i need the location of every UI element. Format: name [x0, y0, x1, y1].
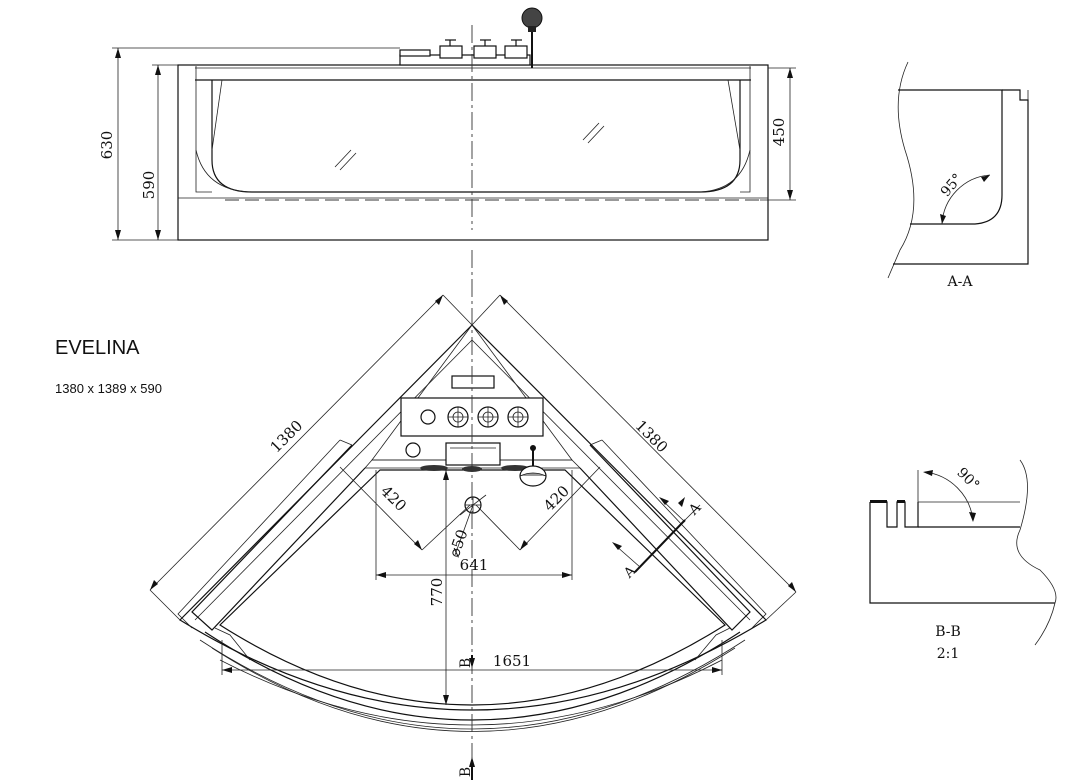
- knob-icon: [405, 442, 421, 458]
- dim-450-label: 450: [770, 118, 788, 147]
- dim-770: 770: [428, 470, 449, 705]
- front-body-outline: [177, 64, 769, 241]
- faucet-assembly: [399, 7, 543, 68]
- top-inner-basin: [219, 469, 726, 706]
- dim-450: 450: [760, 67, 796, 201]
- section-aa: 95° A-A: [887, 61, 1029, 290]
- section-bb-angle: 90°: [953, 465, 982, 494]
- dim-641-label: 641: [460, 556, 489, 574]
- front-inner-tub: [211, 80, 741, 193]
- dim-1651-label: 1651: [493, 652, 531, 670]
- glass-mark-left: [334, 149, 357, 171]
- dim-420-right-label: 420: [540, 482, 573, 515]
- section-bb-label: B-B: [935, 624, 961, 640]
- dim-630: 630: [98, 47, 400, 241]
- valve-icon-2: [477, 406, 499, 428]
- dim-drain-label: ⌀50: [445, 527, 472, 560]
- front-view: 630 590 450: [98, 7, 796, 241]
- button-icon: [420, 409, 436, 425]
- section-a-marker-top: A: [685, 499, 705, 519]
- dim-590: 590: [140, 64, 178, 240]
- section-b-marker-top: B: [458, 658, 474, 668]
- dim-1380-left: 1380: [149, 294, 473, 621]
- valve-icon-1: [447, 406, 469, 428]
- handshower-icon: [519, 445, 547, 487]
- section-aa-label: A-A: [947, 274, 974, 290]
- section-bb: 90° B-B 2:1: [869, 459, 1057, 662]
- dim-590-label: 590: [140, 171, 158, 200]
- dim-641: 641: [375, 470, 573, 580]
- dim-630-label: 630: [98, 131, 116, 160]
- product-name: EVELINA: [55, 337, 140, 359]
- top-view: 1380 1380 420 420 ⌀50: [149, 250, 797, 780]
- section-a-marker-bottom: A: [620, 562, 640, 582]
- dim-1380-left-label: 1380: [267, 417, 307, 457]
- section-aa-angle: 95°: [938, 171, 966, 200]
- product-size: 1380 x 1389 x 590: [55, 381, 162, 396]
- display-panel: [451, 375, 495, 389]
- dim-1651: 1651: [221, 640, 723, 675]
- glass-mark-right: [582, 122, 605, 144]
- valve-icon-3: [507, 406, 529, 428]
- section-bb-scale: 2:1: [937, 646, 960, 662]
- section-b-marker-bottom: B: [458, 767, 474, 777]
- dim-770-label: 770: [428, 578, 446, 607]
- dim-1380-right-label: 1380: [632, 417, 672, 457]
- spout-icon: [445, 442, 501, 466]
